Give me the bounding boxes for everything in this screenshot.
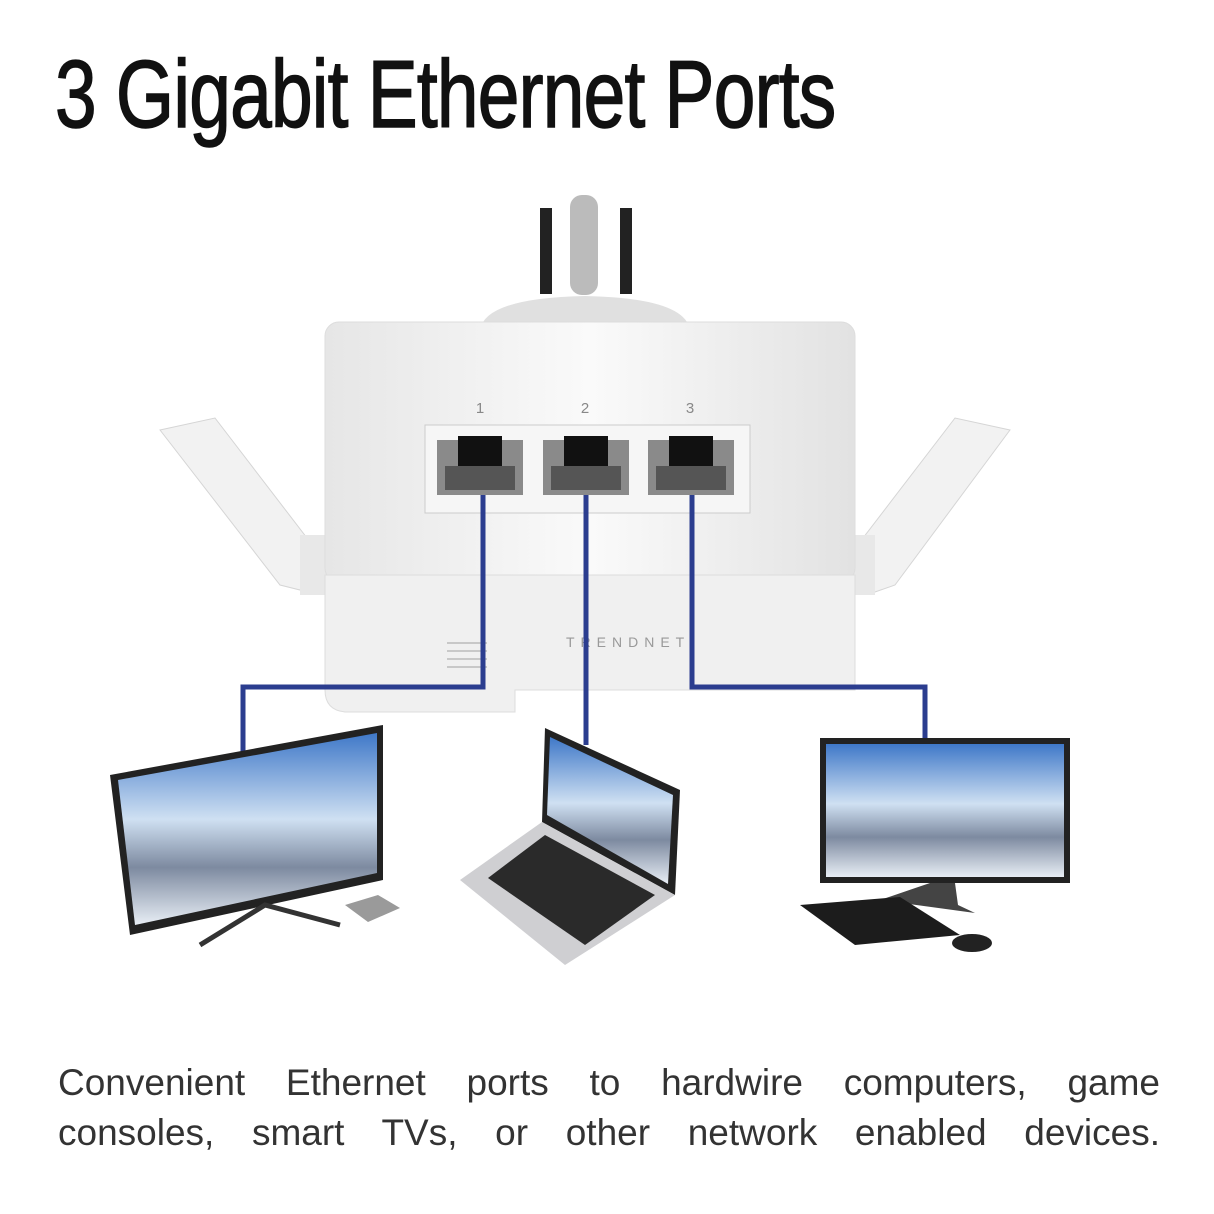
ethernet-ports: 1 2 3 xyxy=(437,400,734,495)
port-label-3: 3 xyxy=(686,400,694,417)
port-label-2: 2 xyxy=(581,400,589,417)
led-indicators xyxy=(447,642,487,668)
ethernet-port-2[interactable] xyxy=(543,436,629,495)
port-label-1: 1 xyxy=(476,400,484,417)
mouse xyxy=(952,934,992,952)
left-antenna xyxy=(159,417,330,595)
power-plug xyxy=(480,195,690,330)
page-title: 3 Gigabit Ethernet Ports xyxy=(54,40,836,149)
caption-line-2: consoles, smart TVs, or other network en… xyxy=(58,1112,1160,1153)
right-antenna xyxy=(845,417,1011,595)
desktop-monitor xyxy=(800,738,1070,952)
smart-tv xyxy=(110,725,400,948)
ethernet-port-3[interactable] xyxy=(648,436,734,495)
ethernet-port-1[interactable] xyxy=(437,436,523,495)
keyboard xyxy=(800,897,960,945)
cable-3 xyxy=(689,495,928,742)
caption-line-1: Convenient Ethernet ports to hardwire co… xyxy=(58,1062,1160,1103)
laptop xyxy=(460,728,680,965)
extender-body: TRENDNET xyxy=(324,321,856,713)
cable-1 xyxy=(240,495,486,752)
caption: Convenient Ethernet ports to hardwire co… xyxy=(58,1058,1160,1158)
ethernet-cables xyxy=(240,495,928,752)
brand-logo: TRENDNET xyxy=(566,634,690,650)
